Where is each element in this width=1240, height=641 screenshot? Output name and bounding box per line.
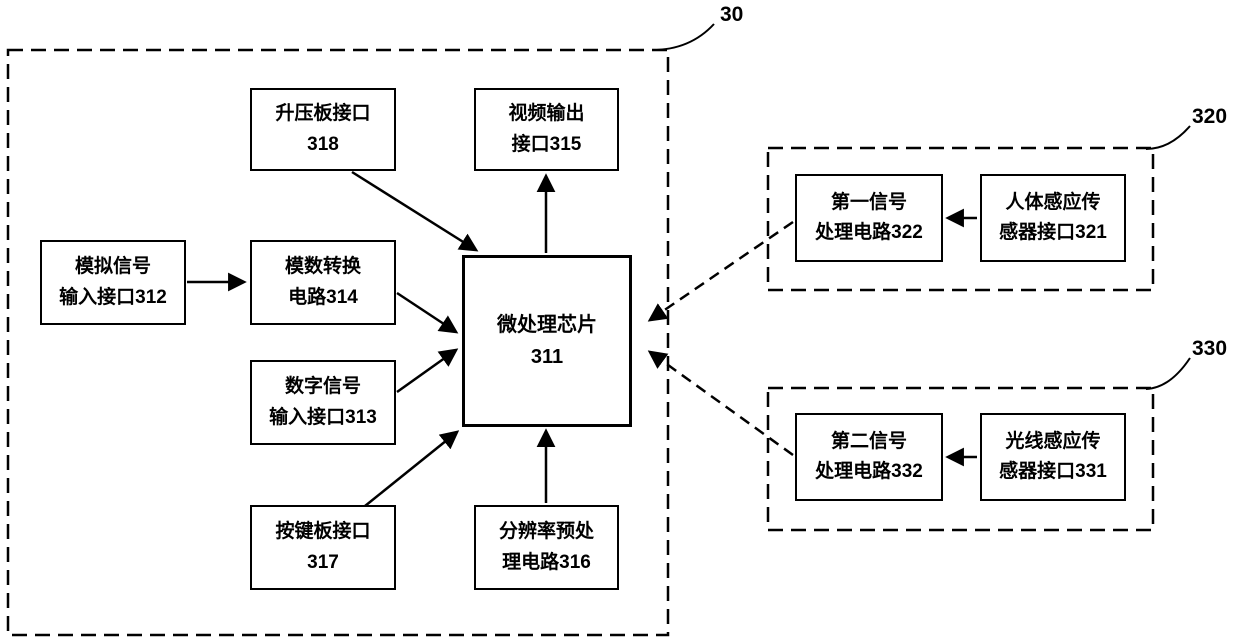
box-microprocessor-chip-311: 微处理芯片 311	[462, 255, 632, 427]
box-ref: 感器接口321	[999, 222, 1107, 243]
box-ad-conversion-circuit-314: 模数转换 电路314	[250, 240, 396, 325]
arrow-317-to-311	[364, 430, 460, 507]
box-ref: 电路314	[288, 286, 358, 308]
box-second-signal-processing-circuit-332: 第二信号 处理电路332	[795, 413, 943, 501]
dashed-boundary-320	[766, 146, 1155, 292]
box-label: 分辨率预处	[498, 521, 594, 543]
ref-label-320: 320	[1192, 105, 1228, 128]
box-ref: 处理电路332	[815, 461, 923, 482]
leader-line-320	[1145, 125, 1191, 150]
dashed-arrow-322-to-311	[647, 220, 794, 322]
arrow-318-to-311	[351, 170, 479, 252]
box-ref: 处理电路322	[815, 222, 923, 243]
box-label: 光线感应传	[1005, 430, 1101, 452]
box-resolution-preprocess-circuit-316: 分辨率预处 理电路316	[474, 505, 619, 590]
box-human-body-sensor-interface-321: 人体感应传 感器接口321	[980, 174, 1126, 262]
box-light-sensor-interface-331: 光线感应传 感器接口331	[980, 413, 1126, 501]
box-ref: 输入接口313	[269, 406, 377, 428]
box-label: 人体感应传	[1005, 191, 1101, 213]
box-ref: 感器接口331	[999, 461, 1107, 482]
box-label: 数字信号	[284, 376, 361, 398]
arrow-314-to-311	[396, 291, 459, 334]
box-label: 微处理芯片	[497, 314, 597, 336]
leader-line-330	[1145, 357, 1191, 390]
box-analog-signal-input-312: 模拟信号 输入接口312	[40, 240, 186, 325]
box-label: 模拟信号	[74, 256, 151, 278]
box-ref: 接口315	[511, 133, 582, 155]
leader-line-30	[651, 23, 715, 51]
box-label: 模数转换	[284, 256, 361, 278]
box-key-board-interface-317: 按键板接口 317	[250, 505, 396, 590]
box-ref: 理电路316	[502, 551, 591, 573]
arrow-313-to-311	[396, 348, 459, 394]
box-ref: 318	[307, 133, 339, 155]
box-ref: 311	[530, 346, 564, 368]
box-digital-signal-input-313: 数字信号 输入接口313	[250, 360, 396, 445]
dashed-arrow-332-to-311	[647, 350, 794, 457]
box-label: 视频输出	[508, 103, 585, 125]
box-ref: 317	[307, 551, 339, 573]
box-label: 第一信号	[830, 191, 907, 213]
ref-label-30: 30	[720, 3, 744, 26]
dashed-boundary-30	[6, 48, 670, 637]
box-label: 第二信号	[830, 430, 907, 452]
box-boost-board-interface-318: 升压板接口 318	[250, 88, 396, 171]
box-ref: 输入接口312	[59, 286, 167, 308]
box-label: 升压板接口	[275, 103, 371, 125]
dashed-boundary-330	[766, 386, 1155, 532]
ref-label-330: 330	[1192, 337, 1228, 360]
box-video-output-interface-315: 视频输出 接口315	[474, 88, 619, 171]
box-label: 按键板接口	[275, 521, 371, 543]
box-first-signal-processing-circuit-322: 第一信号 处理电路322	[795, 174, 943, 262]
